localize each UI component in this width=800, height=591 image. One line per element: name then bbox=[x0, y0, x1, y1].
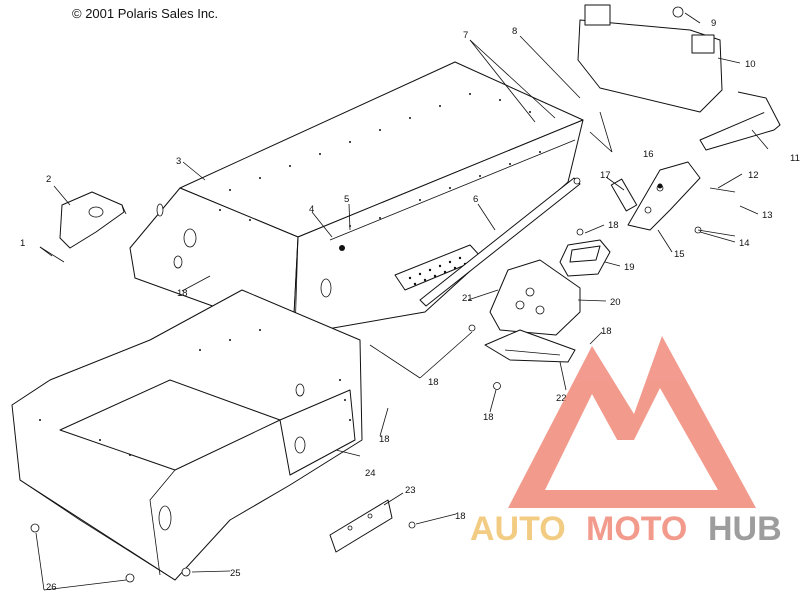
callout-2: 2 bbox=[46, 174, 51, 185]
callout-4: 4 bbox=[309, 204, 314, 215]
hinge-bracket-part-15 bbox=[627, 161, 701, 231]
watermark-moto: MOTO bbox=[586, 510, 687, 548]
watermark-logo: AUTO MOTO HUB bbox=[470, 336, 782, 548]
callout-24: 24 bbox=[365, 468, 376, 479]
watermark-hub: HUB bbox=[708, 510, 782, 548]
callout-17: 17 bbox=[600, 170, 611, 181]
callout-1: 1 bbox=[20, 238, 25, 249]
watermark-auto: AUTO bbox=[470, 510, 566, 548]
callout-19: 19 bbox=[624, 262, 635, 273]
bracket-part-2 bbox=[59, 191, 127, 249]
callout-25: 25 bbox=[230, 568, 241, 579]
callout-12: 12 bbox=[748, 170, 759, 181]
rod-part-6 bbox=[419, 177, 581, 307]
plate-part-23 bbox=[329, 499, 393, 553]
callout-14: 14 bbox=[739, 238, 750, 249]
callout-labels: 1 2 3 4 5 6 7 8 9 10 11 12 13 14 15 16 1… bbox=[20, 18, 800, 591]
callout-18f: 18 bbox=[601, 326, 612, 337]
callout-6: 6 bbox=[473, 194, 478, 205]
lower-chassis-part-24 bbox=[11, 289, 363, 581]
callout-26: 26 bbox=[46, 582, 57, 591]
callout-15: 15 bbox=[674, 249, 685, 260]
callout-18a: 18 bbox=[608, 220, 619, 231]
tunnel-assembly bbox=[129, 61, 584, 336]
callout-7: 7 bbox=[463, 30, 468, 41]
callout-18g: 18 bbox=[455, 511, 466, 522]
snowflap-part-10 bbox=[577, 4, 723, 113]
copyright-notice: © 2001 Polaris Sales Inc. bbox=[72, 6, 219, 21]
bar-part-17 bbox=[610, 178, 638, 212]
fasteners bbox=[30, 6, 736, 583]
rail-part-11 bbox=[699, 91, 781, 151]
callout-5: 5 bbox=[344, 194, 349, 205]
callout-8: 8 bbox=[512, 26, 517, 37]
triangle-logo-icon bbox=[508, 336, 756, 508]
callout-16: 16 bbox=[643, 149, 654, 160]
callout-18b: 18 bbox=[177, 288, 188, 299]
callout-23: 23 bbox=[405, 485, 416, 496]
callout-20: 20 bbox=[610, 297, 621, 308]
leader-lines bbox=[35, 12, 769, 591]
callout-18c: 18 bbox=[428, 377, 439, 388]
callout-3: 3 bbox=[176, 156, 181, 167]
callout-10: 10 bbox=[745, 59, 756, 70]
plate-part-22 bbox=[484, 329, 576, 363]
callout-21: 21 bbox=[462, 293, 473, 304]
callout-9: 9 bbox=[711, 18, 716, 29]
callout-18d: 18 bbox=[483, 412, 494, 423]
callout-18e: 18 bbox=[379, 434, 390, 445]
callout-11: 11 bbox=[790, 153, 800, 164]
callout-22: 22 bbox=[556, 393, 567, 404]
callout-13: 13 bbox=[762, 210, 773, 221]
block-part-19 bbox=[559, 239, 611, 277]
